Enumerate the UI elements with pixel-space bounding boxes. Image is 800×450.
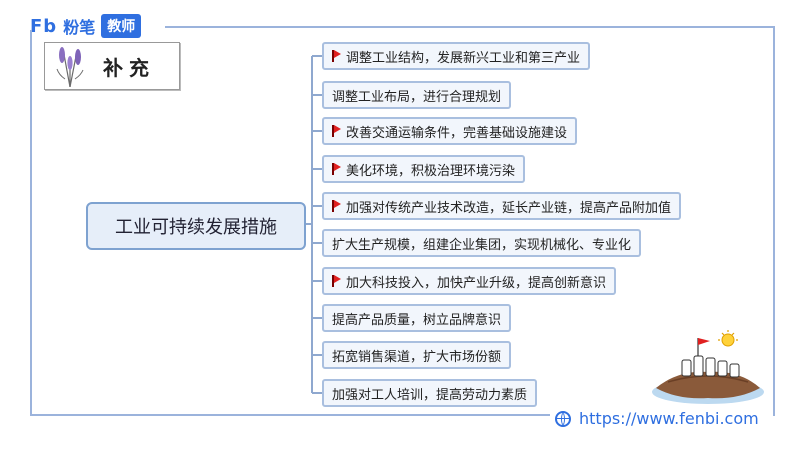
website-url: https://www.fenbi.com bbox=[579, 409, 759, 428]
branch-label: 拓宽销售渠道，扩大市场份额 bbox=[332, 349, 502, 365]
branch-node-10: 加强对工人培训，提高劳动力素质 bbox=[322, 379, 538, 407]
branch-label: 美化环境，积极治理环境污染 bbox=[346, 163, 516, 179]
brand-logo: Fb bbox=[30, 15, 58, 37]
branch-label: 扩大生产规模，组建企业集团，实现机械化、专业化 bbox=[332, 237, 632, 253]
branch-label: 加强对传统产业技术改造，延长产业链，提高产品附加值 bbox=[346, 200, 672, 216]
branch-node-7: 加大科技投入，加快产业升级，提高创新意识 bbox=[322, 267, 617, 295]
brand-tag: 教师 bbox=[101, 14, 142, 38]
branch-label: 调整工业布局，进行合理规划 bbox=[332, 89, 502, 105]
branch-label: 调整工业结构，发展新兴工业和第三产业 bbox=[346, 50, 581, 66]
supplement-card: 补充 bbox=[44, 42, 180, 90]
flag-icon bbox=[332, 50, 342, 62]
frame-line-left bbox=[30, 30, 32, 416]
branch-label: 加强对工人培训，提高劳动力素质 bbox=[332, 387, 528, 403]
branch-label: 提高产品质量，树立品牌意识 bbox=[332, 312, 502, 328]
supplement-title: 补充 bbox=[103, 56, 155, 80]
mascot-island-illustration bbox=[652, 330, 764, 404]
branch-node-4: 美化环境，积极治理环境污染 bbox=[322, 155, 526, 183]
branch-label: 加大科技投入，加快产业升级，提高创新意识 bbox=[346, 275, 607, 291]
branch-node-9: 拓宽销售渠道，扩大市场份额 bbox=[322, 341, 512, 369]
frame-line-top bbox=[165, 26, 775, 28]
central-topic: 工业可持续发展措施 bbox=[86, 202, 306, 250]
flag-icon bbox=[332, 200, 342, 212]
branch-label: 改善交通运输条件，完善基础设施建设 bbox=[346, 125, 568, 141]
flag-icon bbox=[332, 275, 342, 287]
lavender-icon bbox=[56, 47, 84, 87]
branch-node-1: 调整工业结构，发展新兴工业和第三产业 bbox=[322, 42, 591, 70]
frame-line-right bbox=[773, 26, 775, 416]
flag-icon bbox=[332, 163, 342, 175]
flag-icon bbox=[332, 125, 342, 137]
branch-node-6: 扩大生产规模，组建企业集团，实现机械化、专业化 bbox=[322, 229, 642, 257]
branch-node-2: 调整工业布局，进行合理规划 bbox=[322, 81, 512, 109]
brand-header: Fb 粉笔 教师 bbox=[30, 14, 142, 38]
branch-node-5: 加强对传统产业技术改造，延长产业链，提高产品附加值 bbox=[322, 192, 682, 220]
frame-line-bottom bbox=[30, 414, 550, 416]
branch-node-3: 改善交通运输条件，完善基础设施建设 bbox=[322, 117, 578, 145]
branch-node-8: 提高产品质量，树立品牌意识 bbox=[322, 304, 512, 332]
brand-name: 粉笔 bbox=[63, 18, 96, 37]
globe-icon bbox=[555, 410, 571, 427]
website-footer: https://www.fenbi.com bbox=[555, 409, 759, 428]
